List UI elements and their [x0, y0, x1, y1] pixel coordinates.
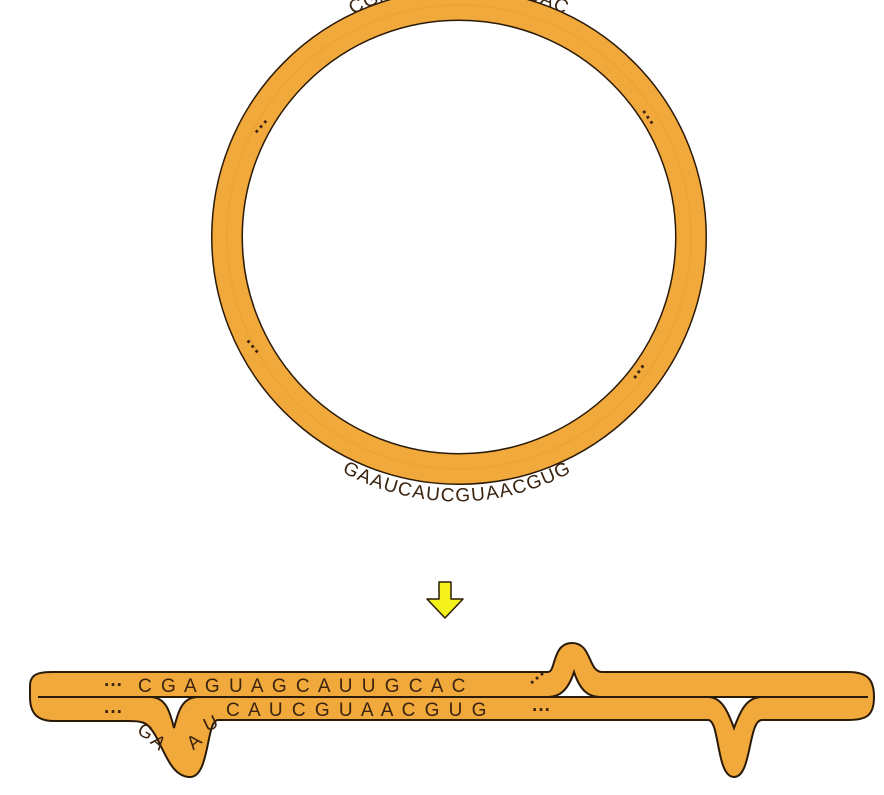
linear-dots-bottom-right: ··· — [532, 700, 551, 721]
linear-dots-bottom-left: ··· — [104, 702, 123, 723]
linear-bottom-sequence: C A U C G U A A C G U G — [226, 700, 488, 721]
down-arrow-icon — [427, 582, 463, 618]
circular-rna-band — [227, 5, 691, 469]
linear-dots-top-left: ··· — [104, 675, 123, 696]
linear-top-sequence: C G A G U A G C A U U G C A C — [138, 676, 467, 697]
linear-duplex: ··· C G A G U A G C A U U G C A C ··· ··… — [30, 643, 874, 777]
